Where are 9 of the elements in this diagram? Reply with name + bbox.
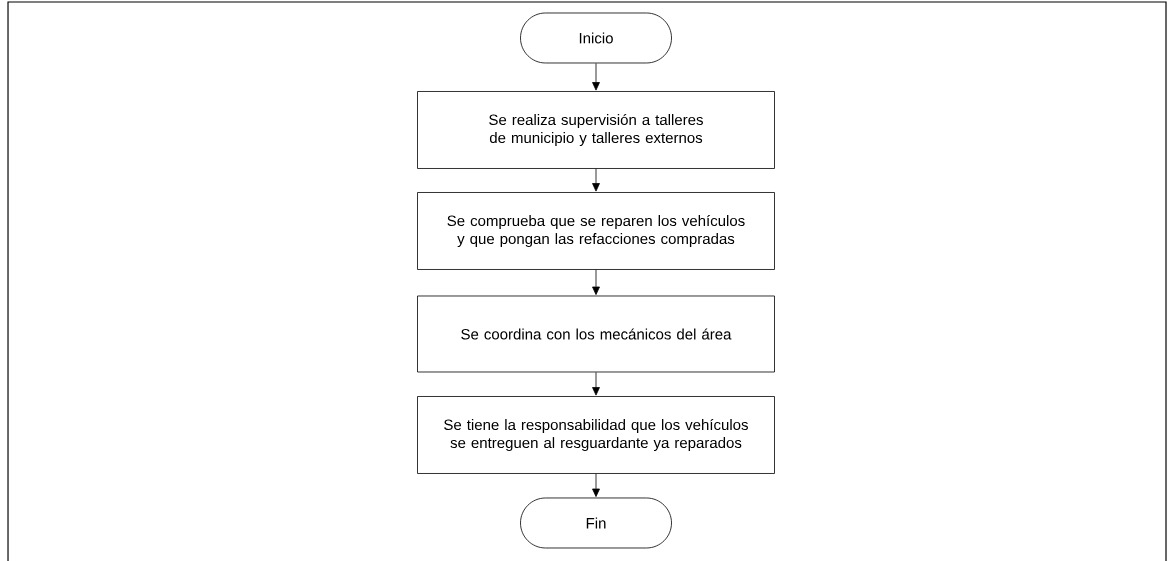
process-box: Se realiza supervisión a talleres de municipio y talleres externos xyxy=(417,91,775,169)
arrow xyxy=(592,473,600,497)
arrow xyxy=(592,168,600,192)
arrow xyxy=(592,269,600,295)
arrow xyxy=(592,63,600,91)
process-box: Se coordina con los mecánicos del área xyxy=(417,295,775,373)
process-box: Se comprueba que se reparen los vehículos y que pongan las refacciones compradas xyxy=(417,192,775,270)
arrow xyxy=(592,372,600,396)
process-box: Se tiene la responsabilidad que los vehículos se entreguen al resguardante ya reparados xyxy=(417,396,775,474)
